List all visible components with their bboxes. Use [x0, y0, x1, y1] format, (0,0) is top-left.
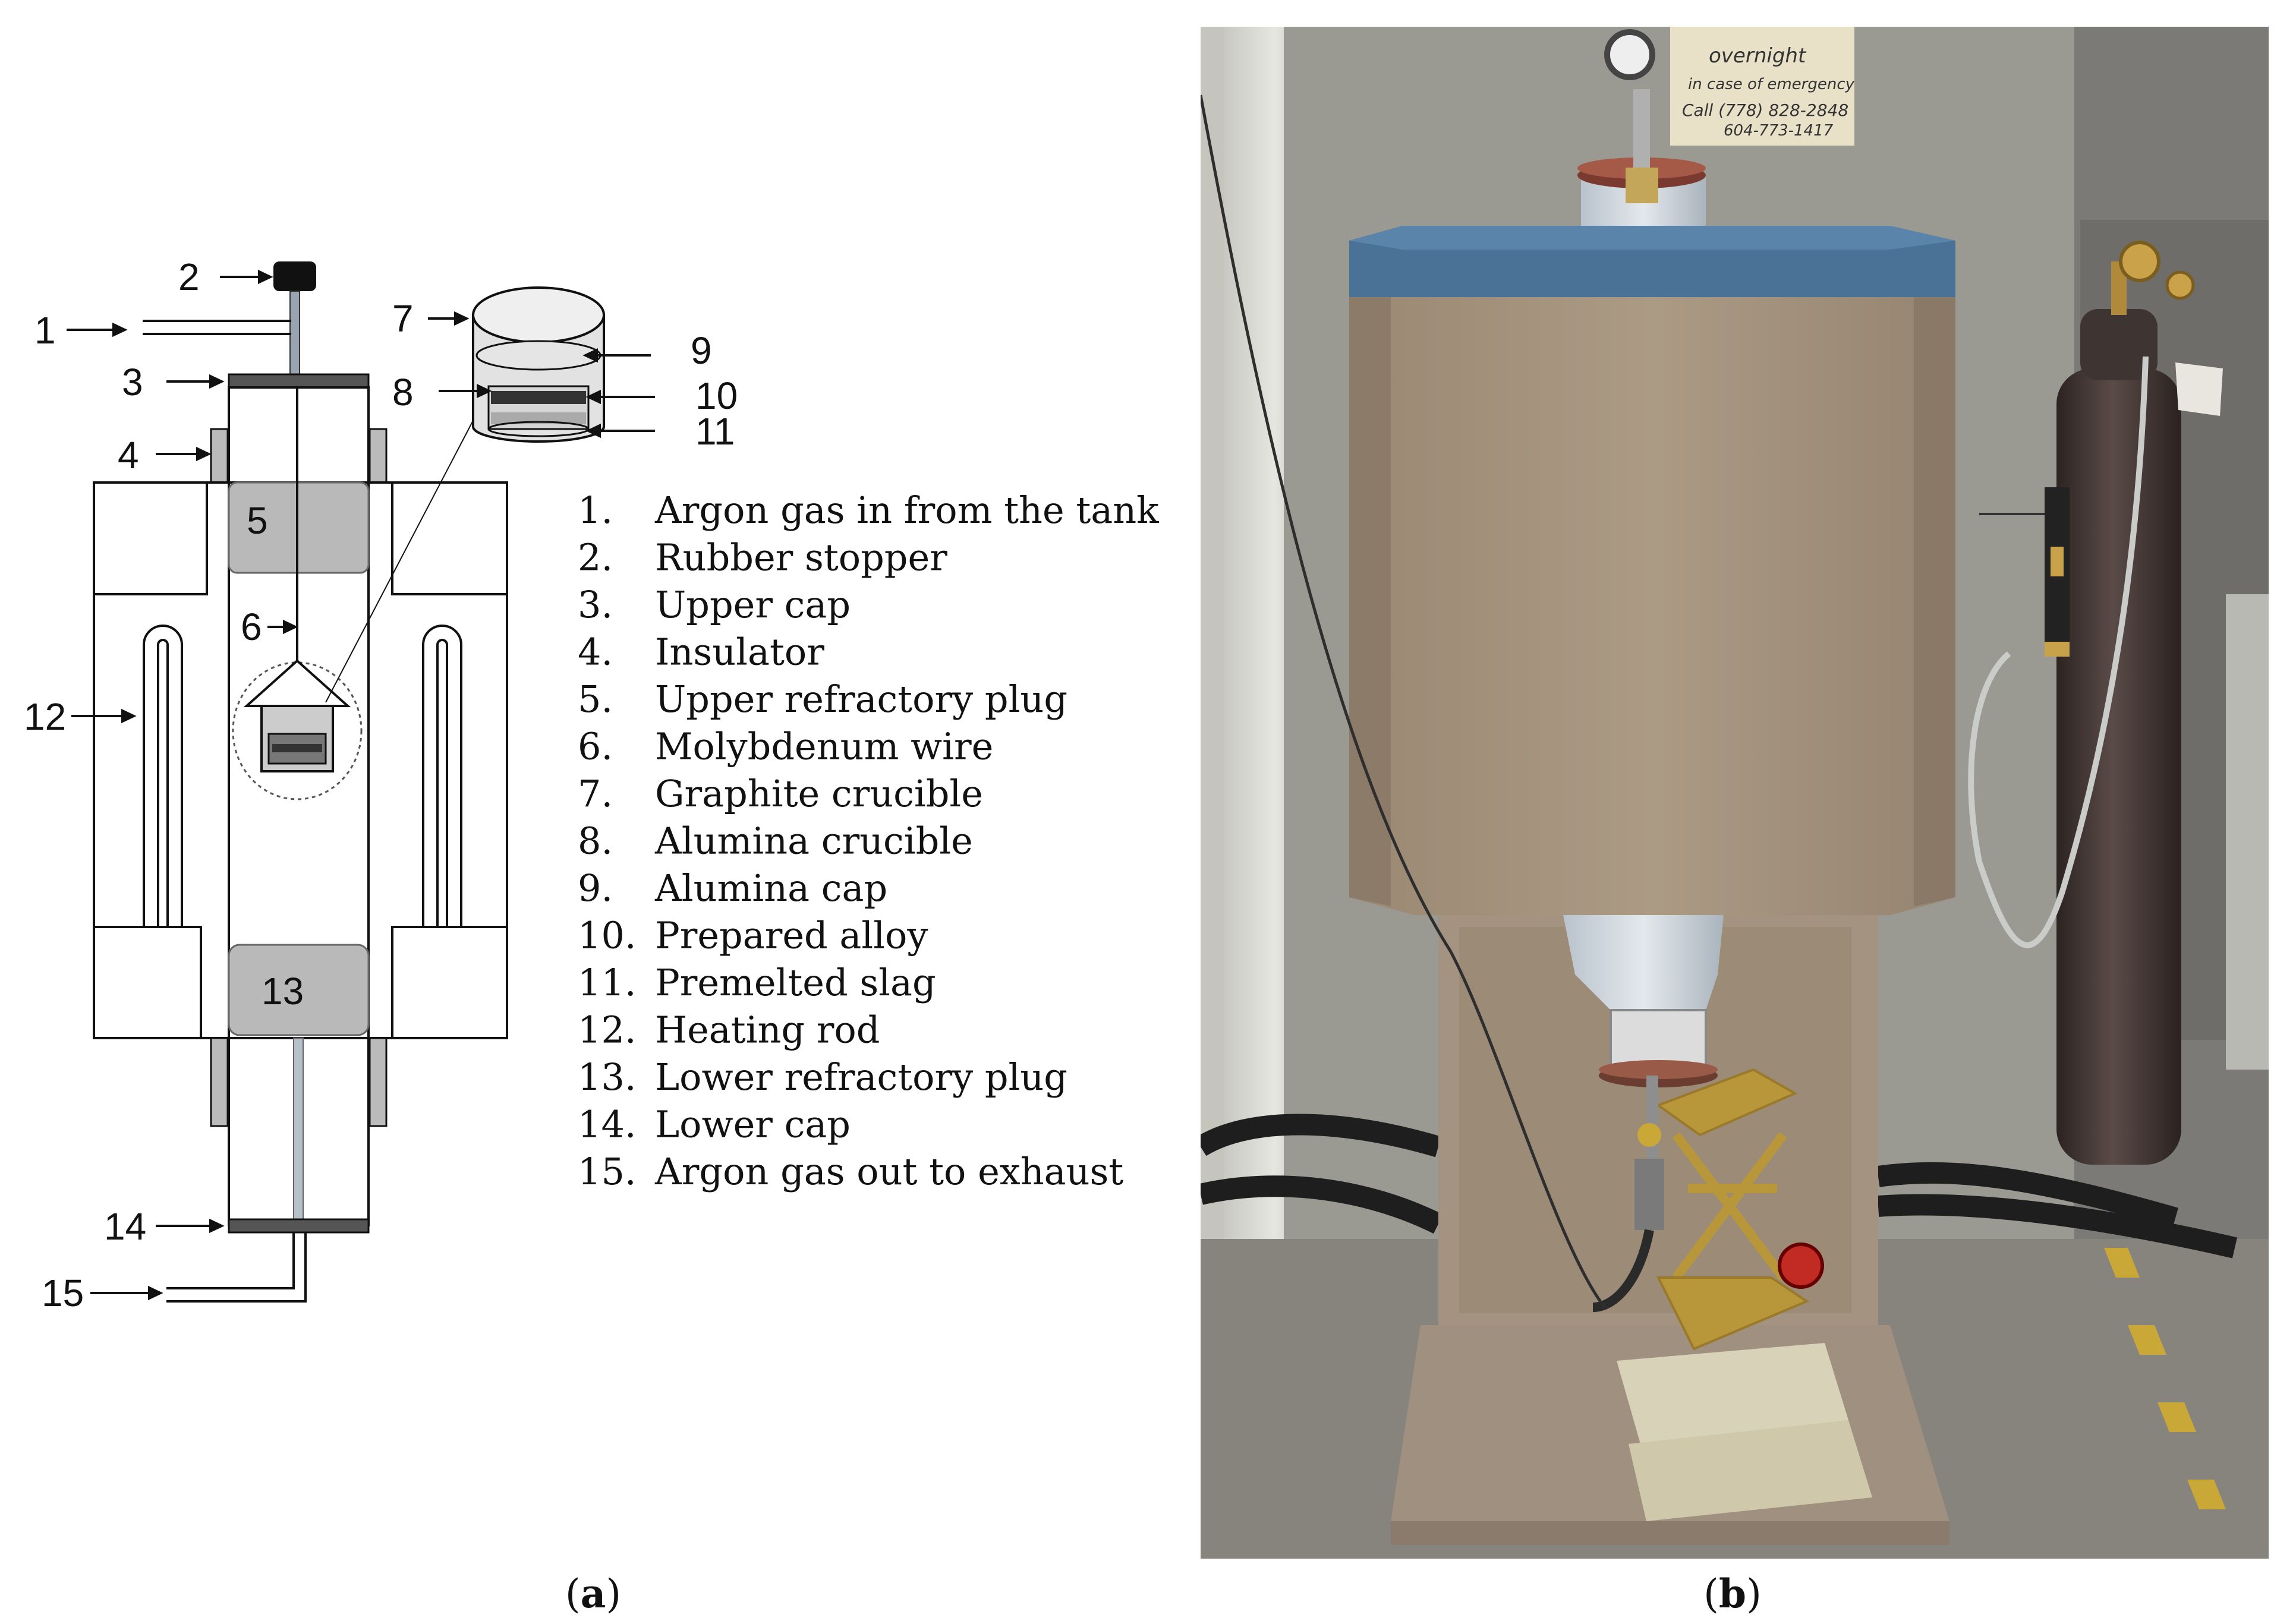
jack-knob [1778, 1243, 1824, 1289]
svg-text:604-773-1417: 604-773-1417 [1724, 122, 1834, 140]
callout-7: 7 [392, 297, 414, 340]
callout-8: 8 [392, 371, 414, 414]
svg-text:Call (778) 828-2848: Call (778) 828-2848 [1682, 100, 1848, 120]
callout-1: 1 [34, 309, 56, 352]
prepared-alloy [491, 391, 586, 404]
callout-3: 3 [122, 361, 143, 403]
argon-inlet-pipe [143, 320, 291, 335]
brick-bottom [1629, 1420, 1872, 1521]
legend-label: Prepared alloy [655, 914, 928, 957]
legend-number: 8. [578, 819, 613, 863]
upper-left-block [93, 481, 208, 595]
emergency-note [1670, 27, 1854, 146]
legend-label: Premelted slag [655, 961, 936, 1004]
insulator-upper-right [369, 428, 388, 485]
furnace-photo: overnight in case of emergency Call (778… [1201, 27, 2269, 1559]
legend-number: 11. [578, 961, 637, 1004]
insulator-lower-left [210, 1037, 229, 1127]
graphite-crucible-zoom [472, 286, 605, 443]
upper-right-block [391, 481, 508, 595]
furnace-schematic: 2 1 3 4 5 6 12 13 14 15 7 8 9 10 11 [24, 256, 738, 1314]
callout-11: 11 [695, 410, 735, 453]
inlet-tube [289, 291, 300, 381]
panel-label-a: (a) [565, 1571, 621, 1617]
legend-label: Insulator [655, 630, 824, 674]
callout-14: 14 [104, 1205, 146, 1248]
legend-number: 4. [578, 630, 613, 674]
legend-number: 12. [578, 1008, 637, 1052]
crucible-highlight-circle [232, 661, 363, 800]
upper-refractory-plug [228, 481, 370, 574]
legend-label: Molybdenum wire [655, 725, 993, 768]
upper-cap [228, 373, 370, 389]
callout-10: 10 [695, 374, 738, 417]
lower-cap [228, 1218, 370, 1234]
callout-9: 9 [691, 329, 712, 372]
insulator-lower-right [369, 1037, 388, 1127]
alumina-cap [475, 340, 601, 371]
legend-number: 14. [578, 1103, 637, 1146]
callout-15: 15 [42, 1272, 84, 1314]
legend-label: Rubber stopper [655, 536, 947, 579]
legend-number: 9. [578, 866, 613, 910]
rubber-stopper [273, 261, 316, 291]
legend-label: Alumina cap [654, 866, 887, 910]
panel-label-b: (b) [1703, 1571, 1762, 1617]
legend-number: 3. [578, 583, 613, 626]
argon-exhaust-pipe [166, 1232, 307, 1303]
svg-text:in case of emergency: in case of emergency [1688, 75, 1855, 93]
legend-label: Argon gas in from the tank [654, 488, 1159, 532]
legend-number: 7. [578, 772, 613, 815]
legend-label: Graphite crucible [655, 772, 983, 815]
brick-top [1617, 1343, 1848, 1444]
callout-12: 12 [24, 695, 66, 738]
outlet-tube [293, 1038, 304, 1226]
legend-label: Lower refractory plug [655, 1055, 1067, 1099]
legend-number: 15. [578, 1150, 637, 1193]
legend-label: Upper cap [655, 583, 851, 626]
legend-number: 13. [578, 1055, 637, 1099]
gas-cylinder [2056, 368, 2181, 1165]
callout-4: 4 [118, 434, 139, 477]
legend-label: Lower cap [655, 1103, 851, 1146]
premelted-slag [491, 412, 586, 424]
callout-5: 5 [247, 499, 268, 542]
lower-refractory-plug [228, 944, 370, 1036]
legend-label: Alumina crucible [654, 819, 973, 863]
lower-insulation [1563, 915, 1724, 1010]
svg-text:overnight: overnight [1709, 44, 1807, 68]
lab-jack [1655, 1068, 1810, 1351]
legend-label: Argon gas out to exhaust [654, 1150, 1123, 1193]
insulator-upper-left [210, 428, 229, 485]
furnace-body [1349, 297, 1955, 915]
legend-number: 6. [578, 725, 613, 768]
lower-left-block [93, 926, 202, 1039]
legend-list: 1. Argon gas in from the tank 2. Rubber sto… [578, 488, 1159, 1193]
legend-number: 5. [578, 677, 613, 721]
upper-tube [228, 386, 370, 484]
legend-label: Upper refractory plug [655, 677, 1067, 721]
heating-rod-left [143, 625, 183, 927]
lower-right-block [391, 926, 508, 1039]
legend-number: 10. [578, 914, 637, 957]
callout-2: 2 [178, 256, 200, 298]
legend-number: 1. [578, 488, 613, 532]
callout-13: 13 [262, 970, 304, 1013]
heating-rod-right [422, 625, 462, 927]
callout-6: 6 [241, 606, 262, 648]
legend-label: Heating rod [655, 1008, 880, 1052]
legend-number: 2. [578, 536, 613, 579]
pressure-gauge [1604, 29, 1655, 80]
